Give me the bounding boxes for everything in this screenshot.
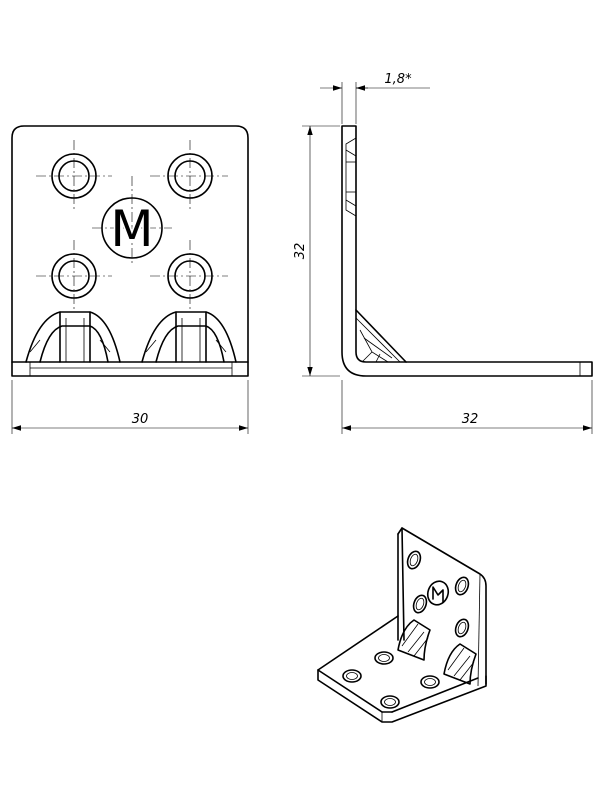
side-rib — [355, 309, 407, 363]
mounting-hole-top-right — [167, 153, 213, 199]
iso-rib-right — [443, 643, 477, 685]
iso-logo — [426, 580, 450, 606]
side-view: 32 32 1,8* — [293, 72, 593, 434]
iso-holes-vertical — [406, 550, 470, 638]
isometric-view — [317, 527, 487, 723]
mounting-hole-bottom-right — [167, 253, 213, 299]
front-plate-outline — [11, 125, 249, 377]
mounting-hole-bottom-left — [51, 253, 97, 299]
front-view: M 30 — [11, 125, 249, 434]
rib-left — [25, 311, 121, 363]
width-dimension: 30 — [11, 380, 249, 434]
iso-base-plate — [317, 615, 487, 723]
thickness-dimension: 1,8* — [320, 72, 430, 124]
iso-vertical-plate — [397, 527, 487, 685]
width-value: 30 — [132, 412, 149, 427]
rib-right — [141, 311, 237, 363]
height-dimension: 32 — [293, 125, 340, 377]
length-dimension: 32 — [341, 380, 593, 434]
logo-m-emblem: M — [101, 197, 163, 260]
length-value: 32 — [462, 412, 479, 427]
thickness-value: 1,8* — [384, 72, 412, 87]
centerlines — [36, 140, 228, 312]
logo-letter: M — [110, 200, 153, 258]
height-value: 32 — [293, 243, 308, 260]
mounting-hole-top-left — [51, 153, 97, 199]
iso-holes-base — [342, 651, 440, 709]
side-profile-outline — [341, 125, 593, 377]
iso-rib-left — [397, 619, 431, 661]
